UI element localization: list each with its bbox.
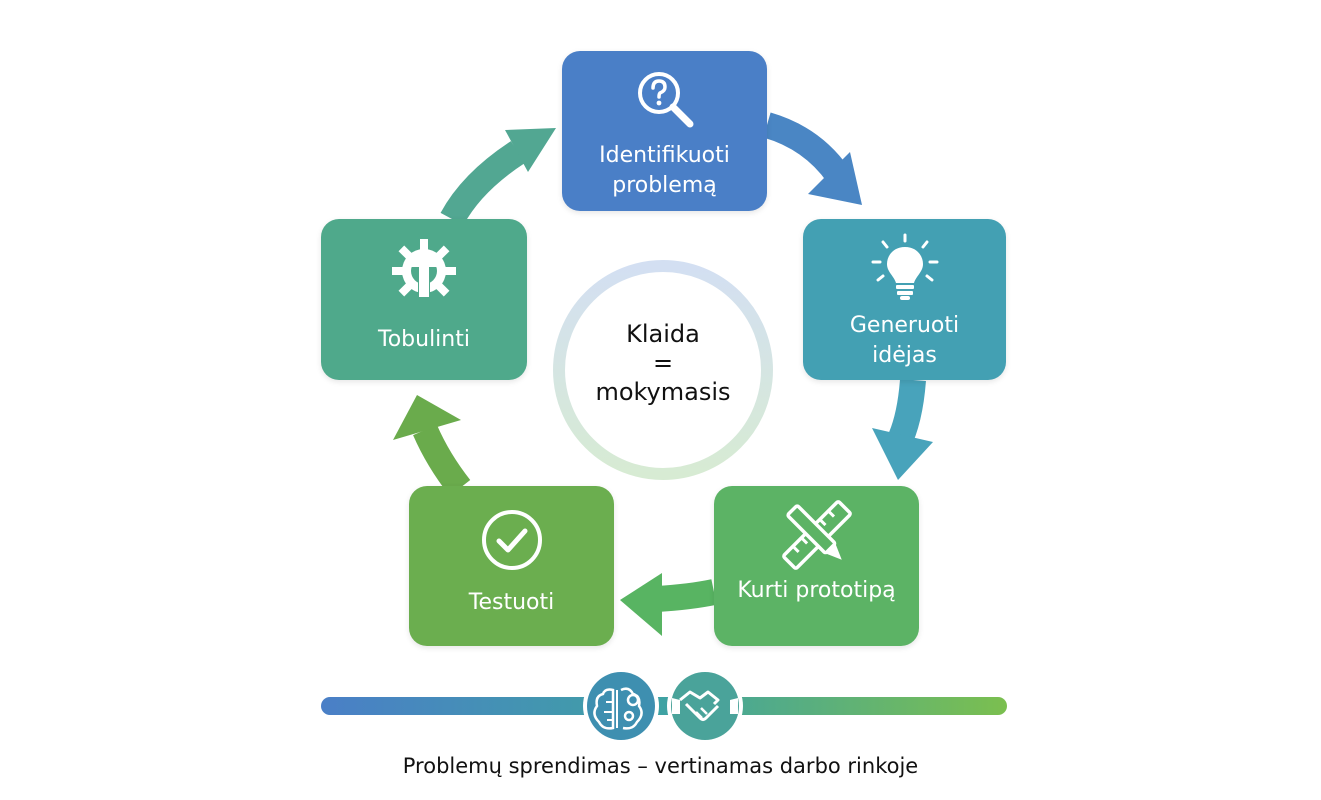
stage-identify-problem: Identifikuoti problemą: [562, 51, 767, 211]
center-line-1: Klaida: [626, 320, 700, 348]
stage-identify-label: Identifikuoti problemą: [599, 143, 730, 198]
arrow-generate-to-prototype: [872, 378, 933, 480]
arrow-test-to-improve: [393, 395, 471, 497]
arrow-improve-to-identify: [440, 128, 556, 226]
center-line-3: mokymasis: [595, 378, 731, 406]
arrow-prototype-to-test: [620, 573, 717, 636]
diagram-caption: Problemų sprendimas – vertinamas darbo r…: [402, 754, 919, 778]
arrow-identify-to-generate: [763, 112, 862, 205]
stage-test: Testuoti: [409, 486, 614, 646]
stage-test-label: Testuoti: [468, 590, 555, 615]
check-circle-icon: [480, 508, 544, 576]
lightbulb-icon: [869, 233, 941, 307]
stage-generate-label: Generuoti idėjas: [849, 313, 960, 368]
stage-generate-ideas: Generuoti idėjas: [803, 219, 1006, 380]
stage-build-prototype: Kurti prototipą: [714, 486, 919, 646]
center-message: Klaida = mokymasis: [550, 320, 776, 407]
center-line-2: =: [652, 349, 674, 377]
stage-prototype-label: Kurti prototipą: [737, 578, 896, 603]
ruler-pencil-icon: [780, 498, 854, 576]
gear-arrow-up-icon: [388, 235, 460, 311]
stage-improve: Tobulinti: [321, 219, 527, 380]
stage-improve-label: Tobulinti: [378, 327, 470, 352]
center-ring: [553, 260, 773, 480]
bottom-bar: [321, 697, 1007, 715]
magnifier-question-icon: [633, 67, 697, 135]
